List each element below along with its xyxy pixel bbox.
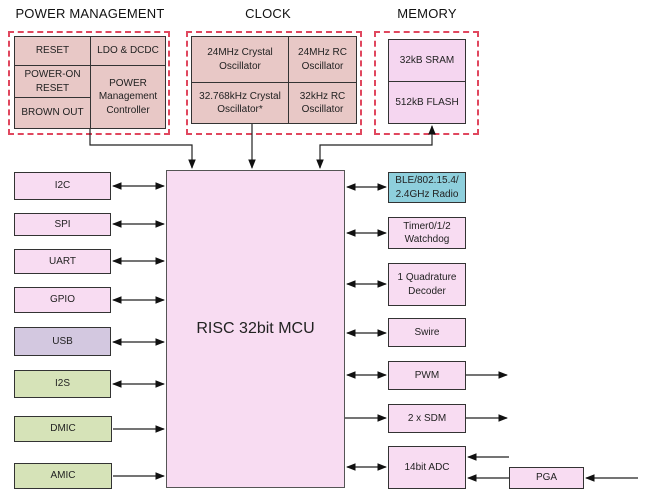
memory-mcu-arrow — [316, 125, 436, 169]
gpio-block: GPIO — [14, 287, 111, 313]
sram-block: 32kB SRAM — [388, 39, 466, 82]
sdm-block: 2 x SDM — [388, 404, 466, 433]
i2s-block: I2S — [14, 370, 111, 398]
usb-block: USB — [14, 327, 111, 356]
mcu-core-block: RISC 32bit MCU — [166, 170, 345, 488]
clock-group — [186, 31, 362, 135]
swire-block: Swire — [388, 318, 466, 347]
dmic-block: DMIC — [14, 416, 112, 442]
timer-watchdog-block: Timer0/1/2 Watchdog — [388, 217, 466, 249]
uart-block: UART — [14, 249, 111, 274]
amic-block: AMIC — [14, 463, 112, 489]
xtal-32khz-block: 32.768kHz Crystal Oscillator* — [191, 82, 289, 124]
power-management-title: POWER MANAGEMENT — [15, 6, 165, 21]
xtal-24mhz-block: 24MHz Crystal Oscillator — [191, 36, 289, 83]
adc-block: 14bit ADC — [388, 446, 466, 489]
power-management-group — [8, 31, 170, 135]
power-to-mcu-arrow — [89, 129, 196, 169]
clock-title: CLOCK — [245, 6, 291, 21]
ldo-dcdc-block: LDO & DCDC — [90, 36, 166, 66]
memory-title: MEMORY — [397, 6, 457, 21]
pwm-block: PWM — [388, 361, 466, 390]
brown-out-block: BROWN OUT — [14, 97, 91, 129]
flash-block: 512kB FLASH — [388, 81, 466, 124]
quadrature-decoder-block: 1 Quadrature Decoder — [388, 263, 466, 306]
power-management-controller-block: POWER Management Controller — [90, 65, 166, 129]
rc-32khz-block: 32kHz RC Oscillator — [288, 82, 357, 124]
pga-block: PGA — [509, 467, 584, 489]
power-on-reset-block: POWER-ON RESET — [14, 65, 91, 98]
radio-block: BLE/802.15.4/ 2.4GHz Radio — [388, 172, 466, 203]
spi-block: SPI — [14, 213, 111, 236]
i2c-block: I2C — [14, 172, 111, 200]
